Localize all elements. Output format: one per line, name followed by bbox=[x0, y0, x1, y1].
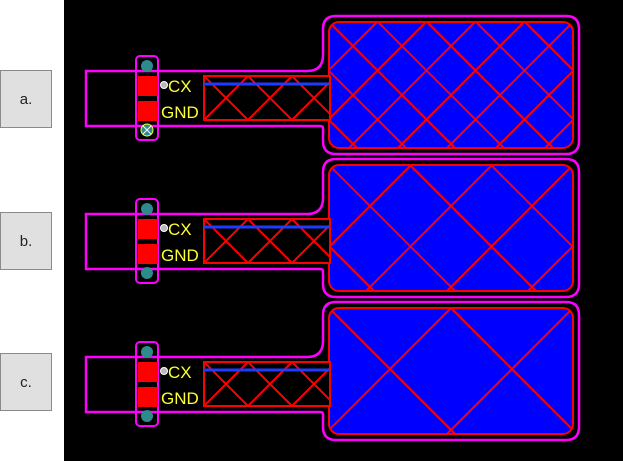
sensor-design-c: CX GND bbox=[84, 300, 581, 442]
connector-outline bbox=[135, 198, 159, 284]
connector-outline bbox=[135, 341, 159, 427]
cx-pad bbox=[138, 76, 158, 96]
hatch-pattern bbox=[329, 22, 573, 148]
via-top bbox=[141, 60, 153, 72]
label-c: c. bbox=[0, 353, 52, 411]
sensor-copper-pad bbox=[329, 308, 573, 434]
test-point-ring bbox=[160, 367, 168, 375]
sensor-design-b: CX GND bbox=[84, 157, 581, 299]
gnd-silkscreen: GND bbox=[161, 103, 199, 122]
gnd-pad bbox=[138, 101, 158, 121]
via-cross-mark bbox=[142, 125, 152, 135]
via-bottom bbox=[141, 267, 153, 279]
sensor-outline bbox=[84, 157, 581, 299]
label-a: a. bbox=[0, 70, 52, 128]
sensor-copper-pad bbox=[329, 22, 573, 148]
cx-pad bbox=[138, 219, 158, 239]
test-point-ring bbox=[160, 81, 168, 89]
gnd-pad bbox=[138, 387, 158, 407]
gnd-pad bbox=[138, 244, 158, 264]
via-top bbox=[141, 346, 153, 358]
via-top bbox=[141, 203, 153, 215]
via-bottom bbox=[141, 410, 153, 422]
sensor-copper-pad bbox=[329, 165, 573, 291]
cx-silkscreen: CX bbox=[168, 220, 192, 239]
test-point-ring bbox=[160, 224, 168, 232]
pcb-layout-panel: CX GND CX GND bbox=[64, 0, 623, 461]
cx-silkscreen: CX bbox=[168, 363, 192, 382]
gnd-silkscreen: GND bbox=[161, 246, 199, 265]
sensor-outline bbox=[84, 300, 581, 442]
sensor-outline bbox=[84, 14, 581, 156]
connector-outline bbox=[135, 55, 159, 141]
sensor-design-a: CX GND bbox=[84, 14, 581, 156]
cx-pad bbox=[138, 362, 158, 382]
hatch-pattern bbox=[329, 308, 573, 434]
cx-silkscreen: CX bbox=[168, 77, 192, 96]
hatch-pattern bbox=[329, 165, 573, 291]
gnd-silkscreen: GND bbox=[161, 389, 199, 408]
label-b: b. bbox=[0, 212, 52, 270]
